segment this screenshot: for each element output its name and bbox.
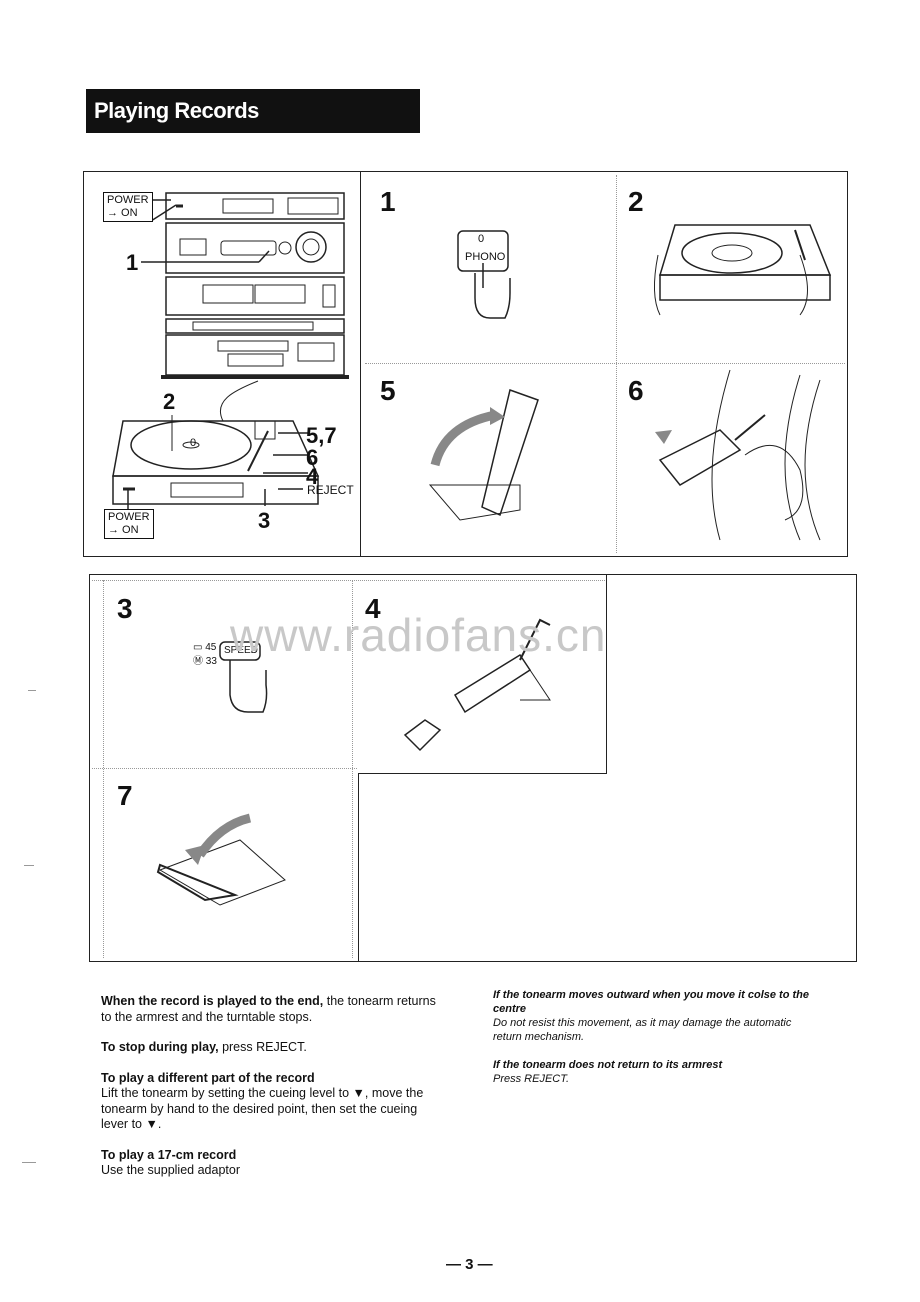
speed-45-label: ▭ 45 (193, 642, 217, 653)
system-overview-illustration (112, 192, 349, 514)
usage-notes-left: When the record is played to the end, th… (101, 994, 436, 1177)
callout-1: 1 (126, 250, 139, 275)
stylus-cover-illustration (655, 369, 821, 541)
turntable-lid-illustration (654, 224, 832, 316)
phono-indicator: 0 (478, 233, 485, 245)
usage-notes-right: If the tonearm moves outward when you mo… (493, 989, 809, 1085)
panel-1-number: 1 (380, 186, 396, 217)
panel-2-number: 2 (628, 186, 644, 217)
panel-7-number: 7 (117, 780, 133, 811)
phono-button-illustration (457, 230, 511, 319)
reject-label: REJECT (307, 483, 354, 497)
cueing-lever-up-illustration (428, 389, 539, 521)
page-title: Playing Records (86, 89, 420, 133)
top-figure-frame (83, 171, 848, 557)
panel-6-number: 6 (628, 375, 644, 406)
panel-3-number: 3 (117, 593, 133, 624)
callout-3: 3 (258, 508, 271, 533)
power-on-label-bottom: POWER→ ON (104, 509, 154, 539)
bottom-figure-frame (89, 574, 857, 962)
panel-5-number: 5 (380, 375, 396, 406)
speed-33-label: Ⓜ 33 (193, 656, 217, 667)
power-on-label-top: POWER→ ON (103, 192, 153, 222)
cueing-lever-down-illustration (156, 813, 286, 906)
page-number: — 3 — (446, 1256, 493, 1273)
headshell-illustration (403, 618, 551, 752)
phono-button-label: PHONO (465, 251, 506, 263)
callout-2: 2 (163, 389, 176, 414)
callout-5-7: 5,7 (306, 423, 337, 448)
speed-button-illustration (219, 641, 268, 713)
panel-4-number: 4 (365, 593, 381, 624)
callout-4: 4 (306, 464, 319, 489)
callout-6: 6 (306, 445, 319, 470)
speed-button-label: SPEED (224, 645, 258, 656)
watermark: www.radiofans.cn (230, 609, 607, 661)
platter-mark: 0 (190, 437, 197, 449)
